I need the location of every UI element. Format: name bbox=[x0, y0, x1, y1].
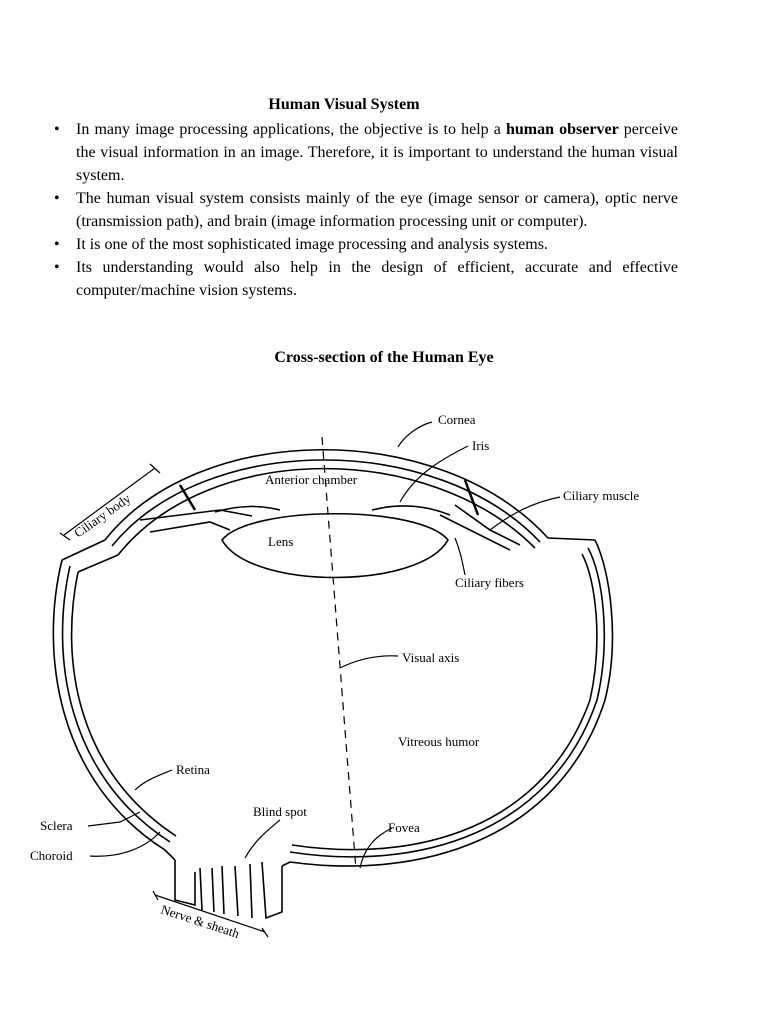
bullet-item-4: Its understanding would also help in the… bbox=[52, 256, 678, 302]
label-choroid: Choroid bbox=[30, 848, 73, 863]
label-visual-axis: Visual axis bbox=[402, 650, 459, 665]
label-iris: Iris bbox=[472, 438, 489, 453]
page-title: Human Visual System bbox=[0, 96, 688, 114]
label-lens: Lens bbox=[268, 534, 293, 549]
eye-cross-section-diagram: Cornea Iris Ciliary muscle Anterior cham… bbox=[0, 380, 768, 980]
label-anterior-chamber: Anterior chamber bbox=[265, 472, 358, 487]
label-retina: Retina bbox=[176, 762, 210, 777]
bullet-item-2: The human visual system consists mainly … bbox=[52, 187, 678, 233]
bullet-1-bold: human observer bbox=[506, 121, 619, 138]
label-nerve-sheath: Nerve & sheath bbox=[159, 902, 242, 942]
bullet-1-text-a: In many image processing applications, t… bbox=[76, 121, 506, 138]
label-blind-spot: Blind spot bbox=[253, 804, 307, 819]
bullet-item-1: In many image processing applications, t… bbox=[52, 118, 678, 187]
figure-title: Cross-section of the Human Eye bbox=[0, 349, 768, 367]
label-ciliary-fibers: Ciliary fibers bbox=[455, 575, 524, 590]
label-ciliary-muscle: Ciliary muscle bbox=[563, 488, 639, 503]
label-sclera: Sclera bbox=[40, 818, 73, 833]
label-vitreous-humor: Vitreous humor bbox=[398, 734, 480, 749]
label-fovea: Fovea bbox=[388, 820, 420, 835]
bullet-item-3: It is one of the most sophisticated imag… bbox=[52, 233, 678, 256]
label-cornea: Cornea bbox=[438, 412, 476, 427]
bullet-list: In many image processing applications, t… bbox=[52, 118, 678, 302]
visual-axis-line bbox=[322, 437, 356, 870]
